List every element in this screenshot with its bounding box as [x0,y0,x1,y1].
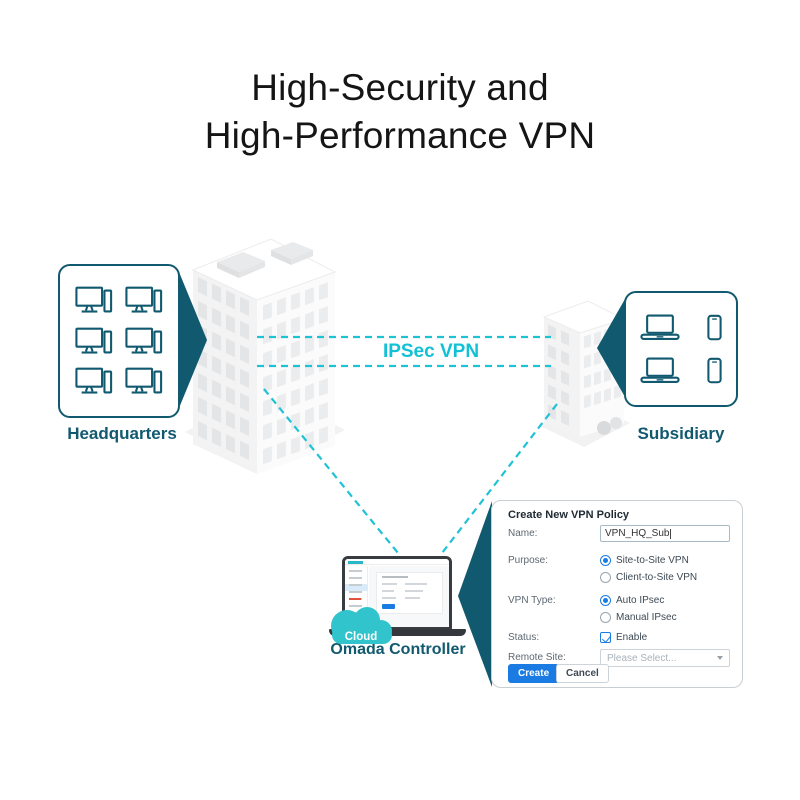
radio-site-to-site-vpn[interactable]: Site-to-Site VPN [600,555,689,566]
headquarters-label: Headquarters [67,424,177,443]
monitor-icon [125,367,163,396]
laptop-ui-content [369,566,449,627]
monitor-icon [75,327,113,356]
name-input-value: VPN_HQ_Sub [605,528,670,539]
monitor-icon [125,327,163,356]
monitor-icon [125,286,163,315]
laptop-ui-button [382,604,395,609]
laptop-ui-form-card [376,572,443,614]
laptop-base [329,629,466,636]
laptop-ui-form-title [382,576,408,578]
create-vpn-policy-dialog: Create New VPN Policy Name: VPN_HQ_Sub P… [491,500,743,688]
page-title-line2: High-Performance VPN [204,115,596,156]
remote-site-field-label: Remote Site: [508,652,566,663]
ipsec-vpn-label: IPSec VPN [382,341,480,362]
radio-unselected-icon [600,572,611,583]
radio-manual-ipsec[interactable]: Manual IPsec [600,612,677,623]
laptop-ui-menu-items [349,570,362,620]
chevron-down-icon [717,656,723,660]
subsidiary-label: Subsidiary [637,424,725,443]
remote-site-select[interactable]: Please Select... [600,649,730,667]
laptop-icon [640,357,680,384]
phone-icon [707,357,722,384]
radio-client-to-site-vpn[interactable]: Client-to-Site VPN [600,572,697,583]
radio-label: Manual IPsec [616,612,677,623]
headquarters-building-illustration [185,238,345,474]
create-button[interactable]: Create [508,664,560,683]
checkbox-label: Enable [616,632,648,643]
radio-selected-icon [600,555,611,566]
radio-label: Client-to-Site VPN [616,572,698,583]
headquarters-callout-wedge [179,272,207,408]
name-input[interactable]: VPN_HQ_Sub [600,525,730,542]
laptop-ui-topbar [345,559,449,565]
monitor-icon [75,367,113,396]
dialog-callout-wedge [458,501,492,687]
laptop-ui-logo [348,561,363,564]
phone-icon [707,314,722,341]
laptop-ui-highlight-item [349,598,361,600]
omada-controller-label: Omada Controller [330,641,466,658]
checkbox-checked-icon [600,632,611,643]
status-field-label: Status: [508,632,540,643]
radio-auto-ipsec[interactable]: Auto IPsec [600,595,664,606]
laptop-icon [640,314,680,341]
subsidiary-box [624,291,738,407]
text-cursor [670,528,672,539]
monitor-icon [75,286,113,315]
radio-label: Site-to-Site VPN [616,555,689,566]
headquarters-box [58,264,180,418]
remote-site-select-value: Please Select... [607,652,677,664]
purpose-field-label: Purpose: [508,555,549,566]
radio-selected-icon [600,595,611,606]
name-field-label: Name: [508,528,538,539]
radio-unselected-icon [600,612,611,623]
dialog-title: Create New VPN Policy [508,509,630,521]
subsidiary-callout-wedge [597,299,625,397]
page-title: High-Security and High-Performance VPN [0,64,800,160]
page-title-line1: High-Security and [251,67,549,108]
cloud-icon: Cloud [331,607,392,644]
vpn-type-field-label: VPN Type: [508,595,556,606]
enable-checkbox[interactable]: Enable [600,632,647,643]
cloud-badge-label: Cloud [345,631,378,643]
radio-label: Auto IPsec [616,595,665,606]
cancel-button[interactable]: Cancel [556,664,609,683]
